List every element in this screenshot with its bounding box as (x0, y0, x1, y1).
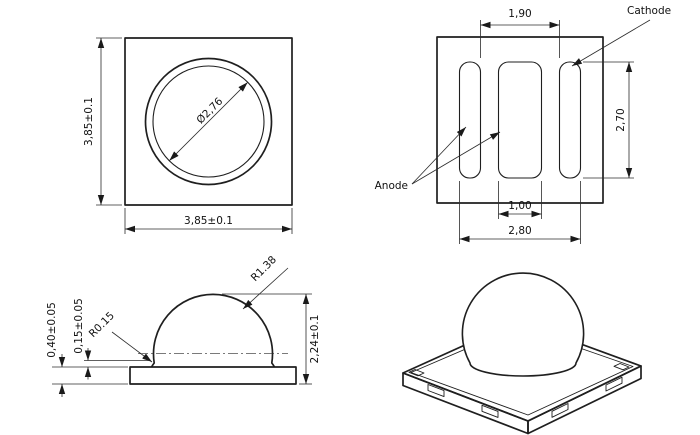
iso-side-mark (605, 376, 623, 392)
anode-leader-left (411, 126, 467, 185)
iso-right-face (527, 365, 642, 435)
lens-diameter-dim: Ø2,76 (194, 95, 225, 126)
iso-corner-mark-right (613, 363, 630, 371)
pad-length-dim: 2,70 (615, 108, 627, 131)
anode-pad-center (497, 61, 543, 179)
iso-side-mark (481, 404, 499, 418)
base-outline (129, 366, 297, 385)
pad-gap-dim: 1,90 (508, 8, 531, 20)
anode-pad-left (458, 61, 482, 179)
package-outline (436, 36, 604, 204)
package-width-dim: 3,85±0.1 (184, 215, 233, 227)
iso-side-mark (551, 403, 569, 418)
diameter-dim-line (169, 82, 248, 161)
anode-leader-center (411, 131, 501, 185)
iso-view (402, 272, 642, 435)
cathode-label: Cathode (627, 5, 671, 17)
side-view: 0,15±0.05 0,40±0.05 2,24±0.1 R1.38 R0.15 (46, 254, 321, 397)
cathode-pad (558, 61, 582, 179)
dome-radius-leader (242, 267, 289, 310)
iso-left-face (402, 372, 529, 435)
top-view: Ø2,76 3,85±0.1 3,85±0.1 (83, 37, 293, 234)
dome-radius-dim: R1.38 (249, 254, 279, 284)
lens-inner-circle (152, 65, 265, 178)
fillet-radius-leader (111, 331, 153, 363)
lens-outer-circle (144, 57, 273, 186)
pad-span-dim: 2,80 (508, 225, 531, 237)
package-height-dim: 3,85±0.1 (83, 97, 95, 146)
anode-label: Anode (375, 180, 408, 192)
iso-side-mark (427, 384, 445, 398)
lip-dim: 0,15±0.05 (73, 298, 85, 354)
dome-outline (150, 293, 276, 368)
base-thickness-dim: 0,40±0.05 (46, 302, 58, 358)
package-outline (124, 37, 293, 206)
iso-dome (461, 272, 585, 377)
center-pad-width-dim: 1,00 (508, 200, 531, 212)
pad-view: 1,90 2,70 1,00 2,80 Cathode Anode (375, 5, 671, 244)
cathode-leader-arrow (571, 19, 651, 67)
fillet-radius-dim: R0.15 (87, 310, 117, 340)
total-height-dim: 2,24±0.1 (309, 315, 321, 364)
iso-corner-mark-left (408, 369, 425, 377)
